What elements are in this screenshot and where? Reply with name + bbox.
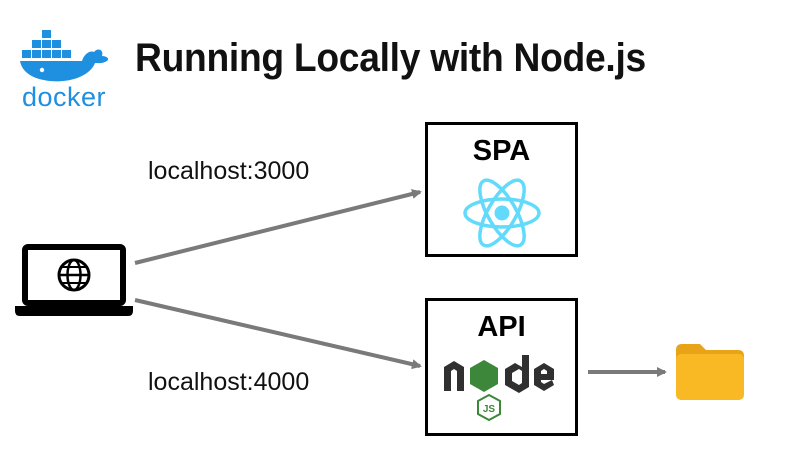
svg-text:JS: JS [483, 404, 496, 415]
nodejs-logo: JS [444, 355, 554, 422]
route-label-api: localhost:4000 [148, 368, 310, 396]
page-title: Running Locally with Node.js [135, 36, 646, 80]
spa-label: SPA [472, 135, 531, 167]
docker-whale-icon [20, 30, 109, 82]
spa-service-box: SPA [425, 122, 578, 257]
arrow-to-api [134, 298, 422, 370]
docker-wordmark: docker [22, 82, 107, 112]
laptop-globe-icon [15, 244, 133, 316]
react-icon [463, 178, 541, 248]
api-service-box: API JS [425, 298, 578, 436]
route-label-spa: localhost:3000 [148, 157, 310, 185]
folder-icon [676, 344, 744, 400]
api-label: API [477, 311, 526, 343]
arrow-to-spa [134, 189, 422, 265]
